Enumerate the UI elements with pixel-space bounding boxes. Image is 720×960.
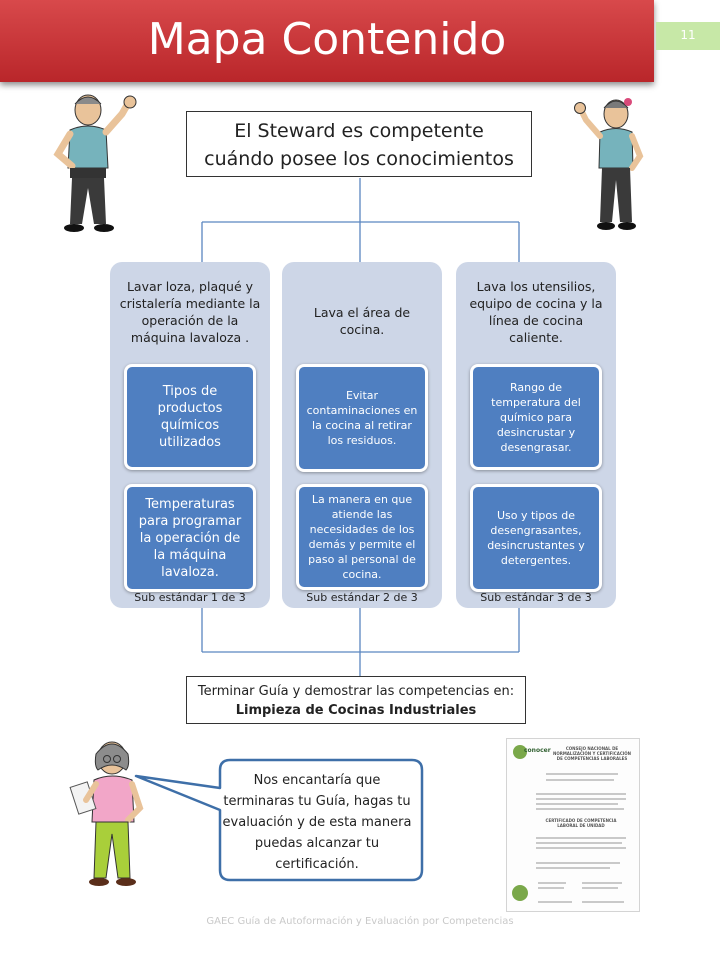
competence-statement-box: El Steward es competente cuándo posee lo…	[186, 111, 532, 177]
column-2-card-2: La manera en que atiende las necesidades…	[296, 484, 428, 590]
certificate-heading: CONSEJO NACIONAL DE NORMALIZACIÓN Y CERT…	[553, 746, 631, 761]
competency-name: Limpieza de Cocinas Industriales	[235, 703, 477, 718]
competence-statement-line-1: El Steward es competente	[234, 120, 484, 142]
sub-standard-column-1: Lavar loza, plaqué y cristalería mediant…	[110, 262, 270, 608]
page-number-badge: 11	[656, 22, 720, 50]
column-1-sub-standard-label: Sub estándar 1 de 3	[134, 591, 246, 604]
title-bar	[0, 0, 654, 82]
sub-standard-column-3: Lava los utensilios, equipo de cocina y …	[456, 262, 616, 608]
certificate-image: conocer CONSEJO NACIONAL DE NORMALIZACIÓ…	[506, 738, 640, 912]
certificate-subheading: CERTIFICADO DE COMPETENCIA LABORAL DE UN…	[545, 818, 617, 828]
page-title: Mapa Contenido	[147, 14, 507, 65]
woman-with-clipboard-figure	[69, 741, 144, 886]
column-3-heading: Lava los utensilios, equipo de cocina y …	[469, 279, 603, 345]
certificate-logo-text: conocer	[524, 747, 551, 754]
finish-guide-line-2: Limpieza de Cocinas Industriales	[187, 701, 525, 720]
column-3-card-1: Rango de temperatura del químico para de…	[470, 364, 602, 470]
column-1-card-1: Tipos de productos químicos utilizados	[124, 364, 256, 470]
column-2-sub-standard-label: Sub estándar 2 de 3	[306, 591, 418, 604]
sub-standard-column-2: Lava el área de cocina. Evitar contamina…	[282, 262, 442, 608]
finish-guide-line-1: Terminar Guía y demostrar las competenci…	[197, 684, 515, 699]
man-waving-figure-left	[53, 94, 137, 232]
speech-bubble	[134, 758, 424, 882]
column-3-sub-standard-label: Sub estándar 3 de 3	[480, 591, 592, 604]
column-2-card-1: Evitar contaminaciones en la cocina al r…	[296, 364, 428, 472]
column-3-card-2: Uso y tipos de desengrasantes, desincrus…	[470, 484, 602, 592]
speech-bubble-text: Nos encantaría que terminaras tu Guía, h…	[222, 773, 412, 872]
column-1-heading: Lavar loza, plaqué y cristalería mediant…	[119, 279, 261, 345]
footer-text: GAEC Guía de Autoformación y Evaluación …	[206, 916, 514, 927]
finish-guide-box: Terminar Guía y demostrar las competenci…	[186, 676, 526, 724]
column-1-card-2: Temperaturas para programar la operación…	[124, 484, 256, 592]
competence-statement-line-2: cuándo posee los conocimientos	[204, 148, 514, 170]
column-2-heading: Lava el área de cocina.	[313, 305, 411, 337]
woman-waving-figure-right	[574, 98, 644, 230]
